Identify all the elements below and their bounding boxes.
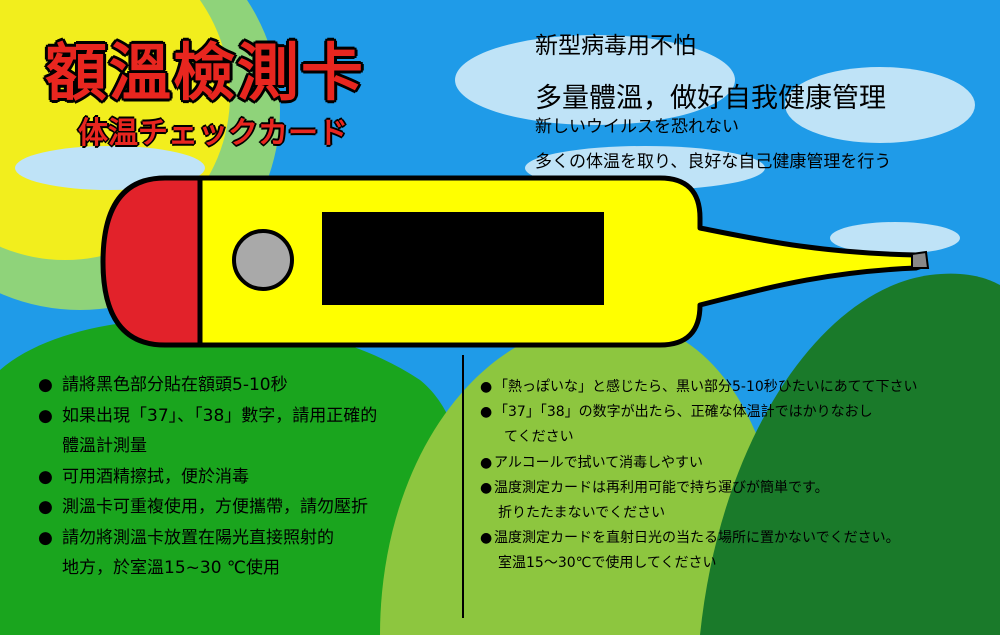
bullet-icon: ●: [38, 405, 53, 426]
bullet-icon: ●: [480, 479, 493, 496]
list-item: ●温度測定カードは再利用可能で持ち運びが簡単です。: [480, 476, 918, 501]
bullet-icon: ●: [480, 404, 493, 421]
instruction-text: 測溫卡可重複使用，方便攜帶，請勿壓折: [62, 497, 368, 517]
list-item: ●「熱っぽいな」と感じたら、黒い部分5-10秒ひたいにあてて下さい: [480, 375, 918, 400]
list-item: ● 可用酒精擦拭，便於消毒: [38, 462, 377, 493]
instruction-text: アルコールで拭いて消毒しやすい: [494, 454, 704, 471]
bullet-icon: ●: [480, 454, 493, 471]
list-item: ●温度測定カードを直射日光の当たる場所に置かないでください。: [480, 526, 918, 551]
instructions-japanese: ●「熱っぽいな」と感じたら、黒い部分5-10秒ひたいにあてて下さい ●「37」「…: [480, 375, 918, 577]
thermometer-probe: [911, 250, 930, 269]
instruction-text: 温度測定カードは再利用可能で持ち運びが簡単です。: [494, 479, 829, 496]
cloud: [455, 35, 735, 125]
instruction-text: 地方，於室溫15~30 ℃使用: [62, 558, 281, 578]
list-item-continued: 室温15～30℃で使用してください: [480, 551, 918, 576]
list-item: ●「37」「38」の数字が出たら、正確な体温計ではかりなおし: [480, 400, 918, 425]
hill-middle: [380, 319, 790, 635]
instruction-text: 室温15～30℃で使用してください: [498, 555, 717, 572]
list-item-continued: 地方，於室溫15~30 ℃使用: [38, 553, 377, 584]
list-item-continued: てください: [480, 425, 918, 450]
instruction-text: 請將黑色部分貼在額頭5-10秒: [62, 375, 288, 395]
cloud: [830, 222, 960, 254]
list-item: ● 請將黑色部分貼在額頭5-10秒: [38, 370, 377, 401]
instruction-text: 如果出現「37」、「38」數字，請用正確的: [62, 405, 378, 426]
thermometer-icon: [100, 175, 930, 348]
bullet-icon: ●: [480, 379, 493, 395]
list-item-continued: 體溫計測量: [38, 431, 377, 462]
title-japanese: 体温チェックカード: [78, 116, 348, 151]
title-chinese: 額溫檢測卡: [45, 36, 366, 109]
hill-left: [0, 318, 474, 635]
list-item: ● 請勿將測溫卡放置在陽光直接照射的: [38, 523, 377, 554]
instruction-text: 温度測定カードを直射日光の当たる場所に置かないでください。: [494, 530, 900, 547]
instruction-text: 折りたたまないでください: [498, 505, 666, 522]
instruction-text: 可用酒精擦拭，便於消毒: [62, 466, 249, 487]
list-item: ● 測溫卡可重複使用，方便攜帶，請勿壓折: [38, 492, 377, 523]
list-item-continued: 折りたたまないでください: [480, 501, 918, 526]
instructions-chinese: ●請將黑色部分貼在額頭5-10秒 ●如果出現「37」、「38」數字，請用正確的 …: [38, 370, 377, 584]
bullet-icon: ●: [38, 375, 53, 395]
instruction-text: てください: [504, 429, 574, 446]
instruction-text: 「熱っぽいな」と感じたら、黒い部分5-10秒ひたいにあてて下さい: [494, 379, 918, 395]
cloud: [785, 67, 975, 143]
bullet-icon: ●: [480, 530, 493, 547]
tagline-ja-2: 多くの体温を取り、良好な自己健康管理を行う: [535, 152, 892, 172]
tagline-zh-1: 新型病毒用不怕: [535, 33, 696, 59]
list-item: ● 如果出現「37」、「38」數字，請用正確的: [38, 401, 377, 432]
instruction-text: 請勿將測溫卡放置在陽光直接照射的: [62, 527, 334, 548]
bullet-icon: ●: [38, 497, 53, 517]
bullet-icon: ●: [38, 527, 53, 548]
thermometer-tip: [100, 175, 203, 348]
thermometer-button: [232, 229, 294, 291]
instruction-text: 體溫計測量: [62, 436, 147, 456]
hill-right: [700, 273, 1000, 635]
tagline-zh-2: 多量體溫，做好自我健康管理: [535, 83, 886, 114]
list-item: ●アルコールで拭いて消毒しやすい: [480, 451, 918, 476]
bullet-icon: ●: [38, 466, 53, 487]
instruction-text: 「37」「38」の数字が出たら、正確な体温計ではかりなおし: [494, 404, 873, 421]
thermometer-sensor: [322, 212, 604, 305]
tagline-ja-1: 新しいウイルスを恐れない: [535, 117, 739, 137]
